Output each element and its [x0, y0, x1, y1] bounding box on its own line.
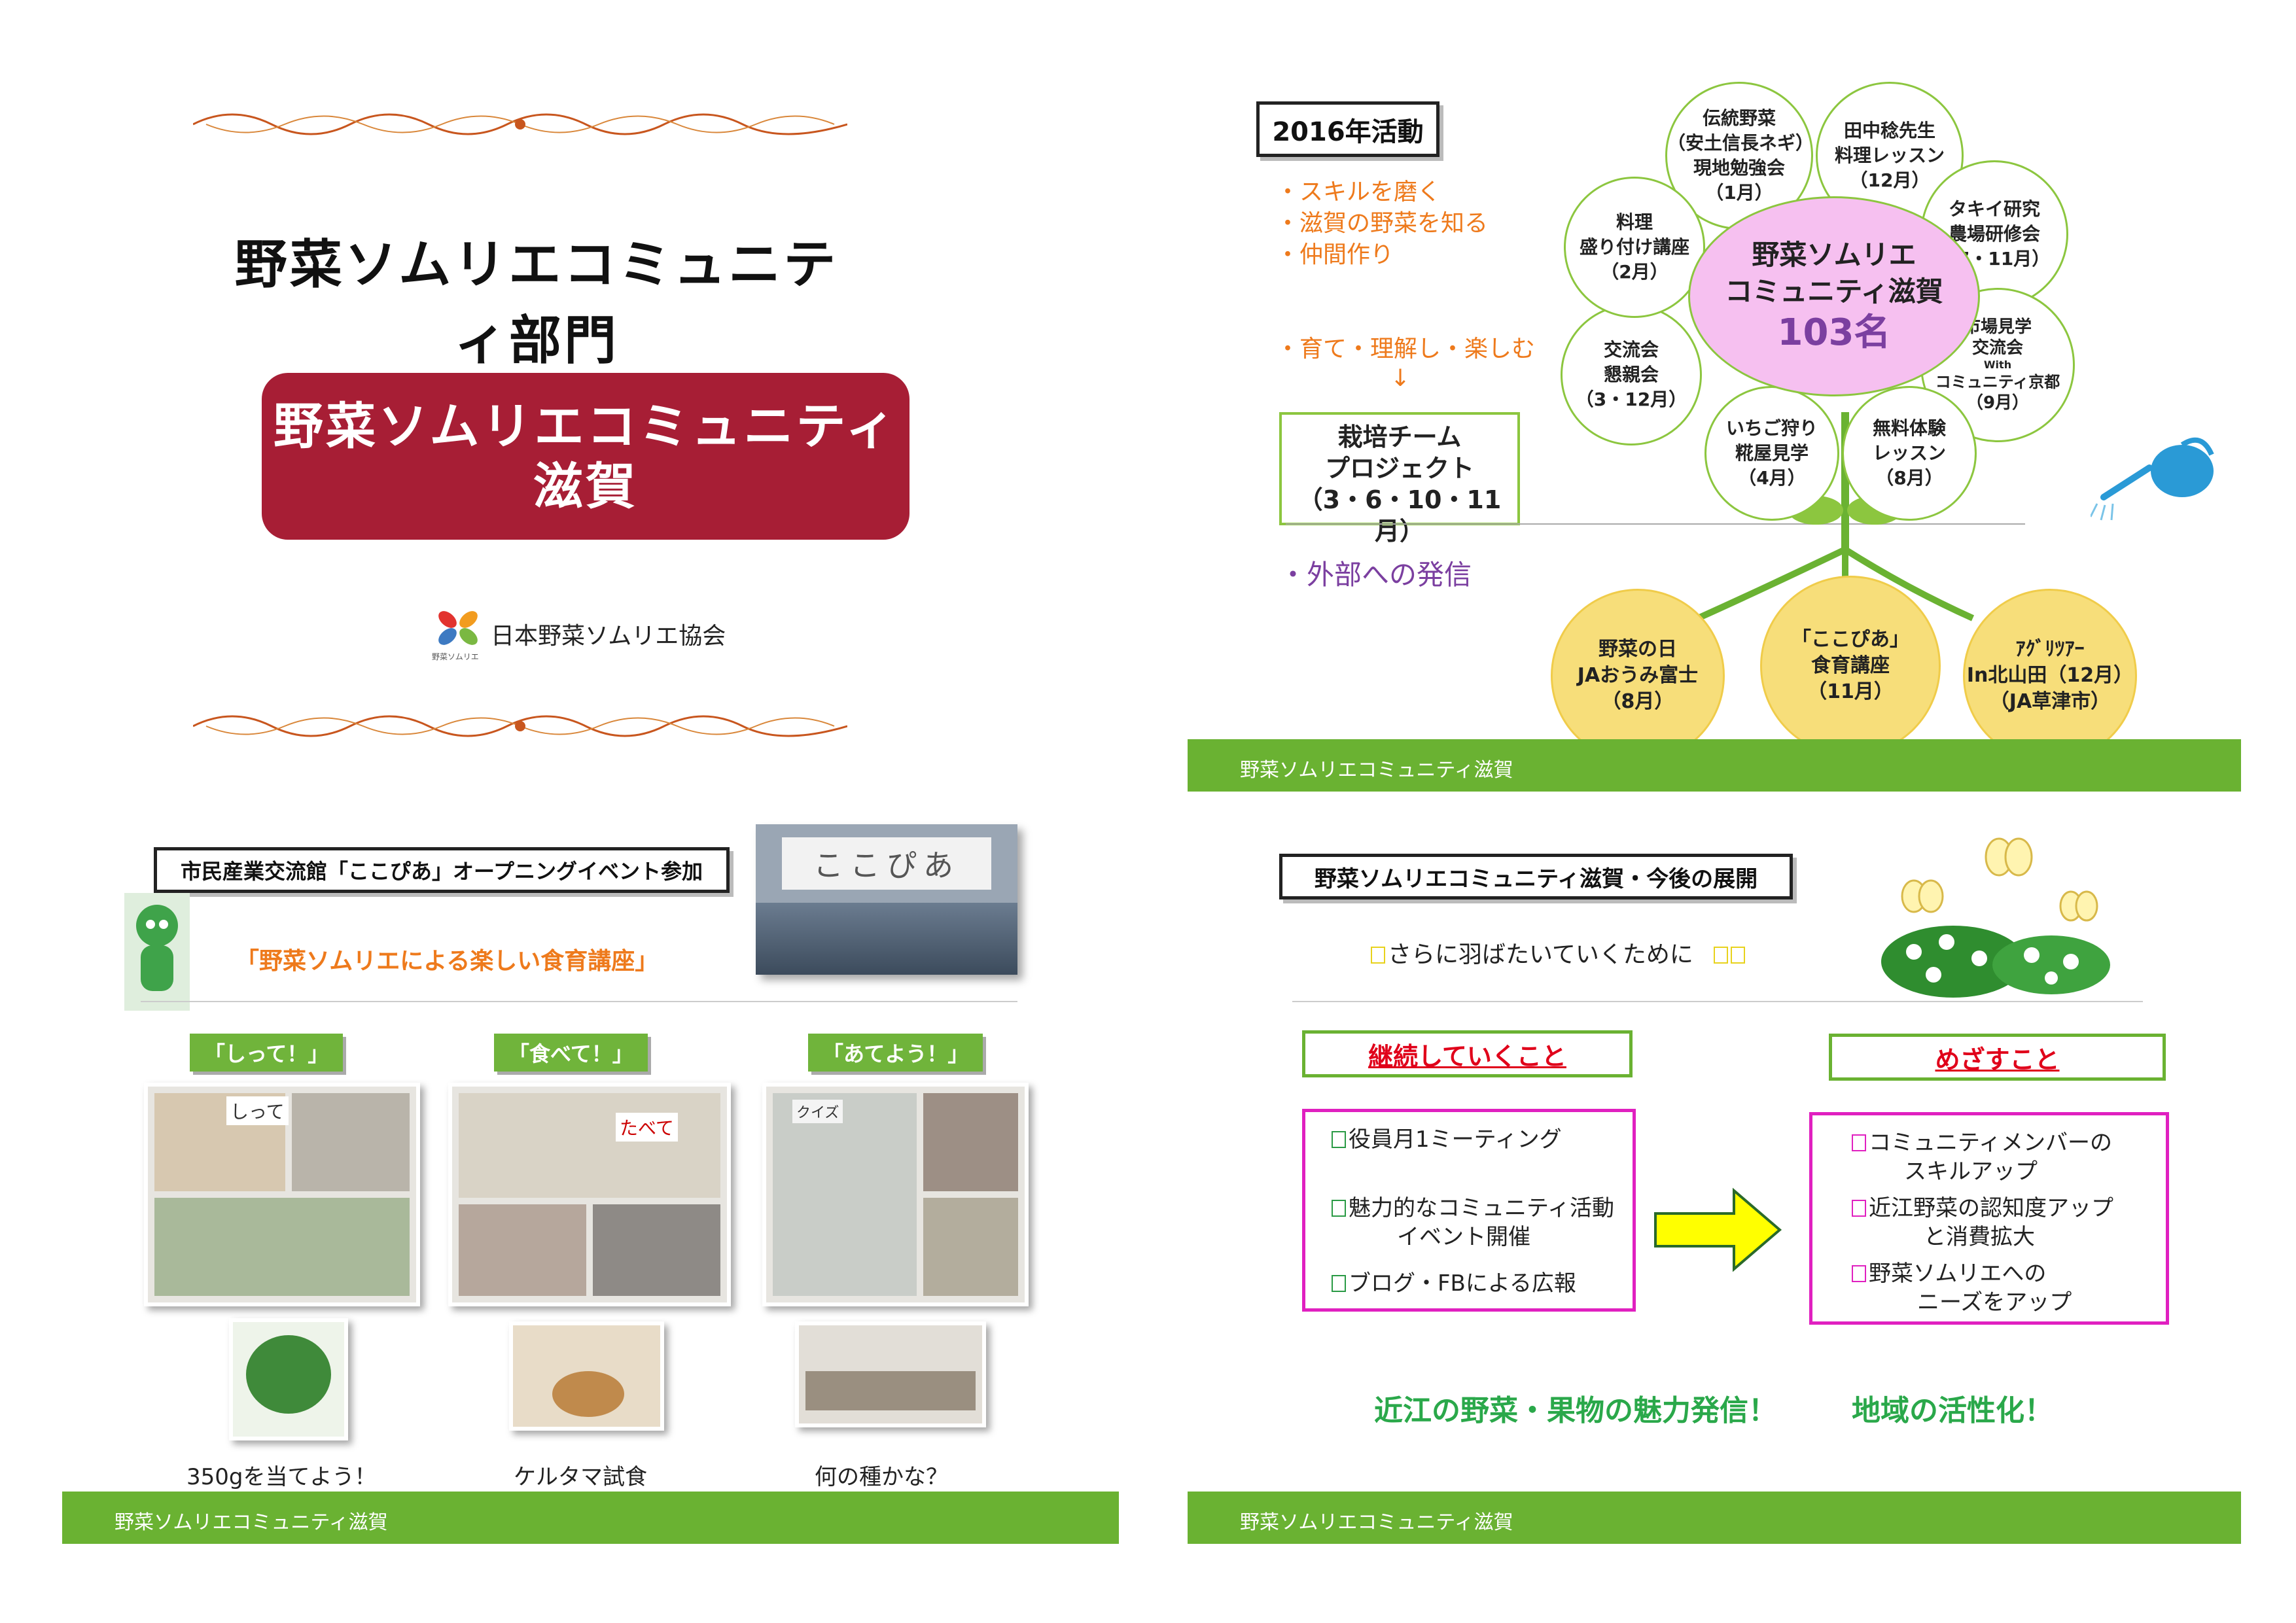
- mascot-icon: [136, 905, 178, 991]
- slogan-appeal: 近江の野菜・果物の魅力発信！: [1374, 1394, 1777, 1427]
- footer-bar: 野菜ソムリエコミュニティ滋賀: [62, 1492, 1119, 1544]
- community-name-line1: 野菜ソムリエコミュニティ: [274, 397, 898, 455]
- photo-guess: クイズ: [762, 1083, 1029, 1306]
- photo-sign-guess: クイズ: [792, 1100, 843, 1123]
- petal-strawberry: いちご狩り糀屋見学（4月）: [1704, 386, 1839, 521]
- slogan-revitalize: 地域の活性化！: [1852, 1394, 2053, 1427]
- goal-heading: めざすこと: [1935, 1045, 2060, 1074]
- slide-activities-2016: 2016年活動 ・スキルを磨く ・滋賀の野菜を知る ・仲間作り ・育て・理解し・…: [1188, 72, 2241, 792]
- project-line1: 栽培チーム: [1337, 423, 1462, 451]
- year-badge: 2016年活動: [1256, 101, 1439, 157]
- footer-label: 野菜ソムリエコミュニティ滋賀: [1240, 1511, 1513, 1534]
- photo-learn: しって: [144, 1083, 420, 1306]
- photo-seeds: [795, 1321, 986, 1427]
- goal-item: ・仲間作り: [1276, 241, 1394, 268]
- goal-item: ・スキルを磨く: [1276, 179, 1441, 205]
- root-cocopia-class: 「ここぴあ」食育講座（11月）: [1760, 576, 1941, 756]
- grow-line: ・育て・理解し・楽しむ: [1276, 336, 1536, 362]
- continue-list: 役員月1ミーティング 魅力的なコミュニティ活動 イベント開催 ブログ・FBによる…: [1302, 1109, 1636, 1312]
- photo-eat: たべて: [448, 1083, 731, 1306]
- caption-seeds: 何の種かな？: [815, 1464, 948, 1490]
- org-logo: 野菜ソムリエ: [432, 605, 491, 664]
- right-arrow-icon: [1654, 1187, 1782, 1272]
- photo-sign-learn: しって: [226, 1096, 289, 1125]
- continue-item: ブログ・FBによる広報: [1332, 1269, 1576, 1298]
- center-line1: 野菜ソムリエ: [1752, 239, 1916, 271]
- divider-line: [1286, 523, 2025, 525]
- mascot-photo: [124, 893, 190, 1011]
- logo-caption: 野菜ソムリエ: [432, 652, 479, 661]
- event-title-badge: 市民産業交流館「ここぴあ」オープニングイベント参加: [154, 847, 730, 893]
- slide-cover: 野菜ソムリエコミュニティ部門 野菜ソムリエコミュニティ 滋賀 野菜ソムリエ 日本…: [62, 79, 991, 765]
- future-subtitle: さらに羽ばたいていくために: [1371, 935, 1748, 969]
- down-arrow: ↓: [1390, 365, 1411, 392]
- tag-learn: 「しって！」: [190, 1034, 344, 1072]
- continue-heading: 継続していくこと: [1368, 1041, 1566, 1071]
- goal-item: 野菜ソムリエへの ニーズをアップ: [1852, 1259, 2072, 1317]
- goal-item: コミュニティメンバーの スキルアップ: [1852, 1128, 2112, 1186]
- divider-line: [141, 1001, 1017, 1002]
- footer-label: 野菜ソムリエコミュニティ滋賀: [1240, 759, 1513, 782]
- goal-heading-box: めざすこと: [1829, 1034, 2166, 1081]
- project-line3: （3・6・10・11月）: [1298, 485, 1502, 546]
- caption-tasting: ケルタマ試食: [514, 1464, 647, 1490]
- center-line2: コミュニティ滋賀: [1725, 275, 1943, 307]
- caption-weight: 350gを当てよう！: [186, 1464, 377, 1490]
- slide-cocopia-event: 市民産業交流館「ここぴあ」オープニングイベント参加 ここぴあ 「野菜ソムリエによ…: [62, 814, 1119, 1544]
- footer-bar: 野菜ソムリエコミュニティ滋賀: [1188, 1492, 2241, 1544]
- project-line2: プロジェクト: [1324, 454, 1474, 483]
- petal-free-lesson: 無料体験レッスン（8月）: [1842, 386, 1977, 521]
- divider-line: [1292, 1001, 2143, 1002]
- goal-item: 近江野菜の認知度アップ と消費拡大: [1852, 1194, 2113, 1251]
- tag-eat: 「食べて！」: [494, 1034, 648, 1072]
- slide-future-plans: 野菜ソムリエコミュニティ滋賀・今後の展開 さらに羽ばたいていくために 継続してい…: [1188, 814, 2241, 1544]
- photo-tasting: [509, 1321, 664, 1431]
- venue-photo: ここぴあ: [756, 824, 1017, 975]
- event-subtitle: 「野菜ソムリエによる楽しい食育講座」: [236, 948, 659, 975]
- venue-sign: ここぴあ: [813, 848, 960, 883]
- flowers-butterflies-icon: [1881, 837, 2110, 998]
- footer-label: 野菜ソムリエコミュニティ滋賀: [115, 1511, 388, 1534]
- photo-sign-eat: たべて: [616, 1113, 678, 1142]
- ornament-bottom: [193, 715, 847, 737]
- member-count: 103名: [1777, 311, 1891, 354]
- goal-item: ・滋賀の野菜を知る: [1276, 210, 1489, 237]
- flower-logo-icon: [438, 611, 478, 645]
- footer-bar: 野菜ソムリエコミュニティ滋賀: [1188, 739, 2241, 792]
- org-name: 日本野菜ソムリエ協会: [491, 623, 726, 650]
- community-name-line2: 滋賀: [533, 457, 638, 515]
- petal-plating-class: 料理盛り付け講座（2月）: [1564, 177, 1705, 318]
- continue-heading-box: 継続していくこと: [1302, 1030, 1633, 1077]
- watering-can-icon: [2091, 437, 2214, 521]
- petal-social-gathering: 交流会懇親会（3・12月）: [1561, 304, 1702, 445]
- tag-guess: 「あてよう！」: [808, 1034, 983, 1072]
- continue-item: 魅力的なコミュニティ活動 イベント開催: [1332, 1194, 1614, 1251]
- subtitle-text: さらに羽ばたいていくために: [1388, 941, 1693, 968]
- goals-list: コミュニティメンバーの スキルアップ 近江野菜の認知度アップ と消費拡大 野菜ソ…: [1809, 1112, 2169, 1325]
- ornament-top: [193, 113, 847, 135]
- page-title: 野菜ソムリエコミュニティ部門: [234, 234, 839, 371]
- community-center: 野菜ソムリエ コミュニティ滋賀 103名: [1688, 196, 1980, 396]
- continue-item: 役員月1ミーティング: [1332, 1125, 1562, 1154]
- photo-vegetables: [229, 1318, 348, 1440]
- goals-list: ・スキルを磨く ・滋賀の野菜を知る ・仲間作り: [1276, 177, 1488, 271]
- outreach-label: ・外部への発信: [1279, 559, 1472, 591]
- community-name-box: 野菜ソムリエコミュニティ 滋賀: [262, 373, 910, 540]
- future-badge: 野菜ソムリエコミュニティ滋賀・今後の展開: [1279, 854, 1793, 899]
